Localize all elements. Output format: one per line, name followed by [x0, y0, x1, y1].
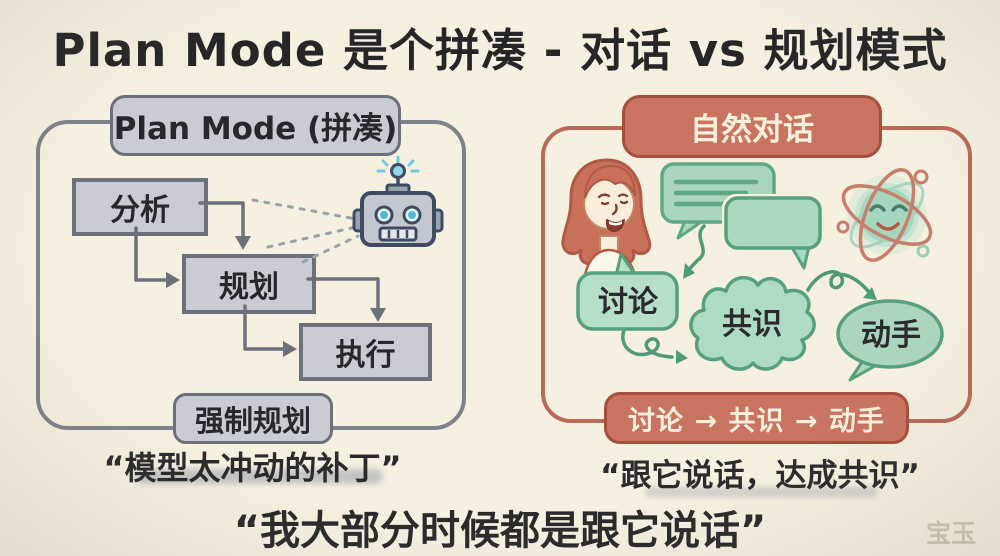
bottom-quote: “我大部分时候都是跟它说话” [233, 508, 767, 554]
forced-planning-badge: 强制规划 [173, 393, 333, 444]
act-label: 动手 [861, 318, 921, 353]
discuss-label: 讨论 [598, 285, 659, 320]
flow-arrows [134, 201, 380, 351]
ai-atom-icon [836, 168, 933, 262]
step-execute-box: 执行 [299, 323, 432, 381]
left-caption: “模型太冲动的补丁” [103, 449, 402, 487]
dashed-links-to-robot [251, 198, 360, 264]
watermark: 宝玉 [925, 519, 976, 548]
plan-mode-panel-header: Plan Mode (拼凑) [110, 95, 401, 156]
consensus-cloud: 共识 [689, 275, 816, 371]
robot-icon [352, 156, 444, 247]
flow-summary-badge: 讨论 → 共识 → 动手 [604, 392, 909, 444]
act-bubble: 动手 [836, 299, 944, 382]
chat-bubble-icon [722, 194, 825, 270]
consensus-label: 共识 [722, 307, 782, 342]
step-plan-box: 规划 [182, 254, 316, 314]
right-caption: “跟它说话，达成共识” [600, 458, 920, 494]
highlight-smudge-right [645, 487, 877, 497]
flow-arrowheads [166, 236, 386, 357]
page-title: Plan Mode 是个拼凑 - 对话 vs 规划模式 [52, 24, 948, 77]
highlight-smudge-left [135, 469, 383, 484]
green-arrowheads [676, 263, 877, 364]
natural-chat-header: 自然对话 [622, 95, 882, 158]
discuss-bubble: 讨论 [576, 252, 679, 331]
step-analyze-box: 分析 [72, 178, 208, 236]
